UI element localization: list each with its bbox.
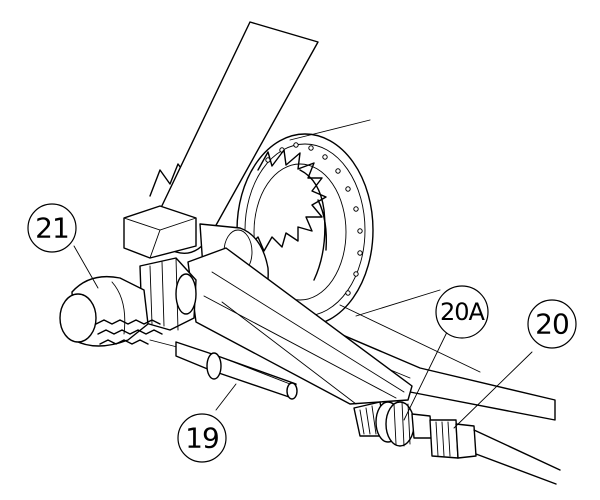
derailleur-arm xyxy=(187,247,413,405)
callout-21-label: 21 xyxy=(35,212,69,245)
leader-lines xyxy=(73,245,533,429)
dropout-block xyxy=(123,205,197,259)
callout-20-label: 20 xyxy=(535,308,569,341)
callout-19-label: 19 xyxy=(185,422,219,455)
rotor-holes xyxy=(265,142,363,296)
callout-21: 21 xyxy=(27,203,77,253)
barrel-adjuster xyxy=(353,401,433,447)
callout-20a-label: 20A xyxy=(440,298,486,326)
axle-nut xyxy=(139,257,197,331)
quick-release-cap xyxy=(59,275,149,347)
callout-20a: 20A xyxy=(435,285,489,339)
callout-19: 19 xyxy=(177,413,227,463)
cable-cylinder xyxy=(175,341,298,400)
callout-20: 20 xyxy=(527,299,577,349)
cable-fitting xyxy=(429,419,561,485)
